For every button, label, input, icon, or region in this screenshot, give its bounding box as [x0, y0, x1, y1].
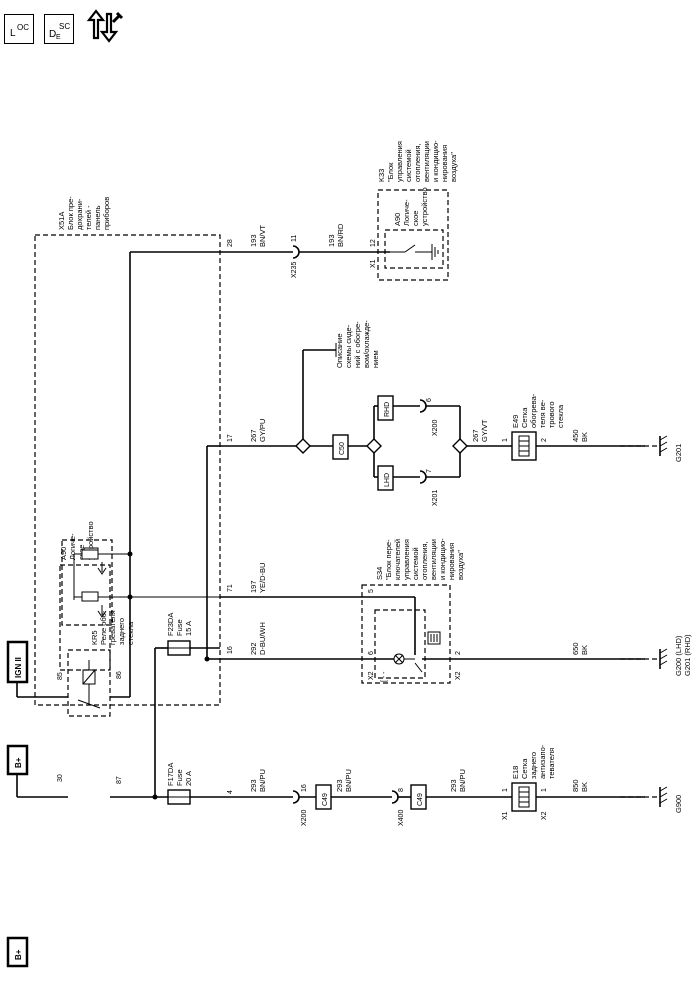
ground-g201: G201 [620, 435, 683, 462]
svg-text:28: 28 [227, 239, 234, 247]
c49-connector-a: C49 [315, 784, 332, 810]
svg-text:16: 16 [301, 784, 308, 792]
svg-text:X2: X2 [368, 671, 375, 680]
wire-293-bn-pu-c: 293 BN/PU [449, 769, 467, 792]
wire-293-bn-pu-a: 293 BN/PU [249, 769, 267, 792]
k33-hvac-control-module: K33 "Блок управления системой отопления,… [377, 138, 458, 281]
svg-text:17: 17 [227, 434, 234, 442]
svg-text:X1: X1 [502, 811, 509, 820]
description-icon[interactable]: D E SC [44, 14, 74, 44]
svg-text:IGN II: IGN II [14, 657, 23, 678]
e18-rear-defogger-grid: E18 Сетка заднего антизапо- тевателя 1 X… [502, 743, 556, 820]
s34-hvac-switch-block: [ - - S34 "Блок пере- ключателей управле… [361, 536, 465, 684]
svg-text:C49: C49 [322, 793, 329, 806]
svg-text:1: 1 [502, 438, 509, 442]
wire-193-bn-vt: 193 BN/VT [249, 224, 267, 247]
svg-text:X400: X400 [398, 810, 405, 826]
wire-197-ye-dbu: 197 YE/D-BU [249, 563, 267, 593]
svg-text:6: 6 [368, 651, 375, 655]
c49-connector-b: C49 [410, 784, 427, 810]
a90-k33-label: A90 Логиче- ское устройство [393, 187, 429, 226]
svg-text:X2: X2 [455, 671, 462, 680]
svg-text:85: 85 [57, 672, 64, 680]
svg-text:G201: G201 [674, 444, 683, 462]
wire-267-gy-vt: 267 GY/VT [471, 419, 489, 442]
lhd-option-box: LHD [377, 465, 394, 491]
ref-note-label: Описание схемы сиде- ний с обогре- вом/о… [335, 318, 380, 368]
desc-icon-sub: E [56, 34, 61, 41]
k33-label: K33 "Блок управления системой отопления,… [377, 138, 458, 182]
svg-text:2: 2 [541, 438, 548, 442]
svg-text:G200 (LHD) G201 (RHD): G200 (LHD) G201 (RHD) [674, 633, 692, 676]
svg-text:RHD: RHD [384, 402, 391, 417]
e49-windshield-heater-grid: E49 Сетка обогрева- теля ве- трового сте… [502, 392, 565, 461]
svg-text:X201: X201 [432, 490, 439, 506]
svg-text:86: 86 [116, 671, 123, 679]
svg-text:6: 6 [426, 398, 433, 402]
c50-connector: C50 [332, 434, 349, 460]
svg-text:87: 87 [116, 776, 123, 784]
wire-650-bk: 650 BK [571, 640, 589, 655]
wire-293-bn-pu-b: 293 BN/PU [335, 769, 353, 792]
ground-g900: G900 [620, 786, 683, 813]
svg-text:X1: X1 [370, 259, 377, 268]
svg-text:1: 1 [541, 788, 548, 792]
wire-267-gy-pu: 267 GY/PU [249, 419, 267, 442]
svg-text:C49: C49 [417, 793, 424, 806]
svg-text:[ - -: [ - - [381, 671, 388, 682]
svg-text:16: 16 [227, 646, 234, 654]
location-icon[interactable]: L OC [4, 14, 34, 44]
svg-text:12: 12 [370, 239, 377, 247]
desc-icon-big: D [49, 29, 57, 40]
svg-text:B+: B+ [14, 757, 23, 768]
fuse-f17da: F17DA Fuse 20 A [166, 761, 193, 805]
x51a-label: X51A Блок пре- дохрани- телей - панель п… [57, 194, 111, 230]
svg-text:C50: C50 [339, 442, 346, 455]
fuse-f23da: F23DA Fuse 15 A [166, 611, 193, 656]
x51a-fuse-block: X51A Блок пре- дохрани- телей - панель п… [34, 194, 221, 706]
svg-text:30: 30 [57, 774, 64, 782]
kr5-relay: KR5 Реле обо- гревателя заднего стекла 8… [57, 610, 135, 784]
svg-text:B+: B+ [14, 949, 23, 960]
svg-text:11: 11 [291, 235, 298, 242]
desc-icon-small: SC [59, 22, 71, 31]
svg-text:8: 8 [398, 788, 405, 792]
e18-label: E18 Сетка заднего антизапо- тевателя [511, 743, 556, 779]
f23da-label: F23DA Fuse 15 A [166, 611, 193, 636]
s34-label: S34 "Блок пере- ключателей управления си… [375, 536, 465, 580]
wire-850-bk: 850 BK [571, 777, 589, 792]
svg-text:4: 4 [227, 790, 234, 794]
svg-text:1: 1 [502, 788, 509, 792]
svg-text:X200: X200 [301, 810, 308, 826]
wire-193-bn-rd: 193 BN/RD [327, 223, 345, 247]
svg-text:X235: X235 [291, 262, 298, 278]
ign-ii-terminal: IGN II [6, 640, 29, 697]
loc-icon-big: L [10, 28, 16, 39]
wire-450-bk: 450 BK [571, 427, 589, 442]
up-down-arrows-wrench-icon[interactable] [86, 8, 124, 46]
b-plus-terminal-bottom: B+ [6, 936, 29, 968]
rhd-option-box: RHD [377, 395, 394, 421]
svg-text:X2: X2 [541, 811, 548, 820]
e49-label: E49 Сетка обогрева- теля ве- трового сте… [511, 392, 565, 428]
f17da-label: F17DA Fuse 20 A [166, 761, 193, 786]
loc-icon-small: OC [17, 23, 29, 32]
svg-text:2: 2 [455, 651, 462, 655]
ground-g200-g201: G200 (LHD) G201 (RHD) [620, 633, 692, 676]
svg-text:7: 7 [426, 469, 433, 473]
b-plus-terminal-top: B+ [6, 744, 29, 797]
svg-text:G900: G900 [674, 795, 683, 813]
wire-292-dbu-wh: 292 D-BU/WH [249, 622, 267, 655]
svg-text:X200: X200 [432, 420, 439, 436]
svg-text:LHD: LHD [384, 473, 391, 487]
svg-text:5: 5 [368, 589, 375, 593]
svg-text:71: 71 [227, 584, 234, 592]
